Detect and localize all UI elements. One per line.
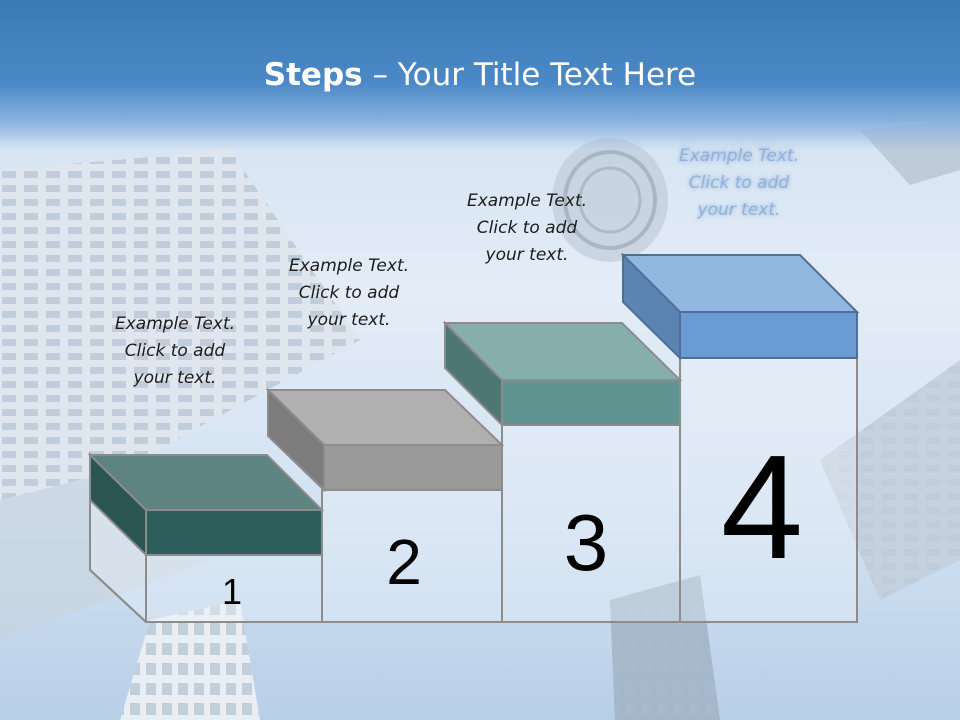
step2-block xyxy=(265,387,505,493)
caption-line: Example Text. xyxy=(678,146,800,166)
step4-block xyxy=(620,252,860,361)
title-rest: – Your Title Text Here xyxy=(362,57,697,93)
title-band xyxy=(0,0,960,150)
caption-step-2[interactable]: Example Text. Click to add your text. xyxy=(264,253,434,334)
step1-block xyxy=(87,452,325,558)
caption-line: your text. xyxy=(307,310,391,330)
step-number-4: 4 xyxy=(721,425,803,590)
caption-line: your text. xyxy=(485,245,569,265)
caption-step-4[interactable]: Example Text. Click to add your text. xyxy=(654,143,824,224)
step4-outline xyxy=(679,357,858,623)
caption-line: Example Text. xyxy=(288,256,410,276)
step-number-3: 3 xyxy=(564,498,609,587)
caption-line: your text. xyxy=(133,368,217,388)
caption-line: Example Text. xyxy=(114,314,236,334)
caption-line: Click to add xyxy=(476,218,578,238)
caption-line: Example Text. xyxy=(466,191,588,211)
caption-line: Click to add xyxy=(124,341,226,361)
caption-line: Click to add xyxy=(298,283,400,303)
slide-title[interactable]: Steps – Your Title Text Here xyxy=(0,55,960,95)
caption-step-1[interactable]: Example Text. Click to add your text. xyxy=(90,311,260,392)
caption-line: your text. xyxy=(697,200,781,220)
caption-line: Click to add xyxy=(688,173,790,193)
caption-step-3[interactable]: Example Text. Click to add your text. xyxy=(442,188,612,269)
title-bold: Steps xyxy=(263,57,363,93)
step-number-1: 1 xyxy=(222,571,242,612)
step-number-2: 2 xyxy=(386,526,422,598)
step3-block xyxy=(442,320,683,428)
